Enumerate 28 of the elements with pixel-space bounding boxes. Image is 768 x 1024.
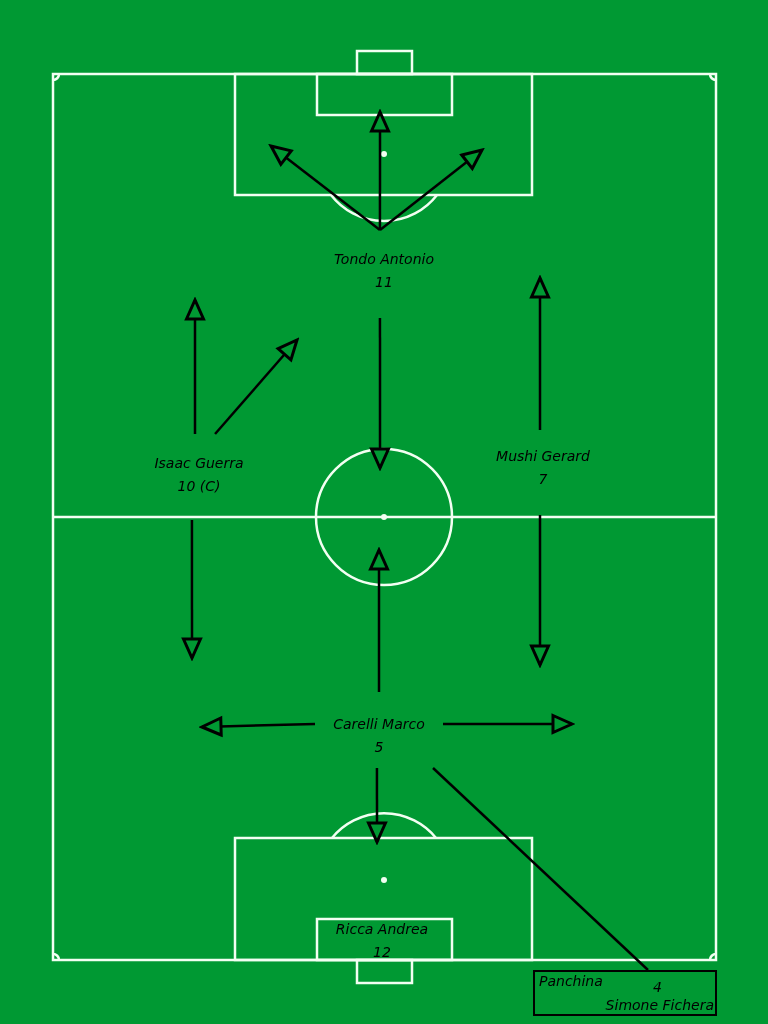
player-name: Mushi Gerard xyxy=(496,447,590,466)
movement-arrow xyxy=(530,276,550,430)
movement-arrow xyxy=(379,148,484,231)
movement-arrow xyxy=(182,520,202,660)
bench-box xyxy=(533,970,717,1016)
player-name: Isaac Guerra xyxy=(154,454,244,473)
player-name: Ricca Andrea xyxy=(335,920,429,939)
player-name: Tondo Antonio xyxy=(334,250,434,269)
movement-arrow xyxy=(185,298,205,434)
player-name: Simone Fichera xyxy=(605,997,714,1013)
movement-arrow xyxy=(370,110,390,230)
shirt-number: 5 xyxy=(374,738,384,757)
movement-arrow xyxy=(214,338,299,435)
bench-heading: Panchina xyxy=(539,973,603,989)
movement-arrow xyxy=(370,318,390,470)
connector-line xyxy=(432,767,649,971)
movement-arrow xyxy=(200,716,316,737)
shirt-number: 12 xyxy=(373,943,391,962)
shirt-number: 11 xyxy=(375,273,393,292)
player-name: Carelli Marco xyxy=(333,715,425,734)
movement-arrow xyxy=(443,714,574,734)
shirt-number: 10 (C) xyxy=(177,477,221,496)
movement-arrow xyxy=(269,144,381,231)
shirt-number: 7 xyxy=(538,470,548,489)
shirt-number: 4 xyxy=(653,979,662,995)
movement-arrow xyxy=(369,548,389,692)
movement-arrow xyxy=(367,768,387,844)
movement-arrow xyxy=(530,515,550,667)
